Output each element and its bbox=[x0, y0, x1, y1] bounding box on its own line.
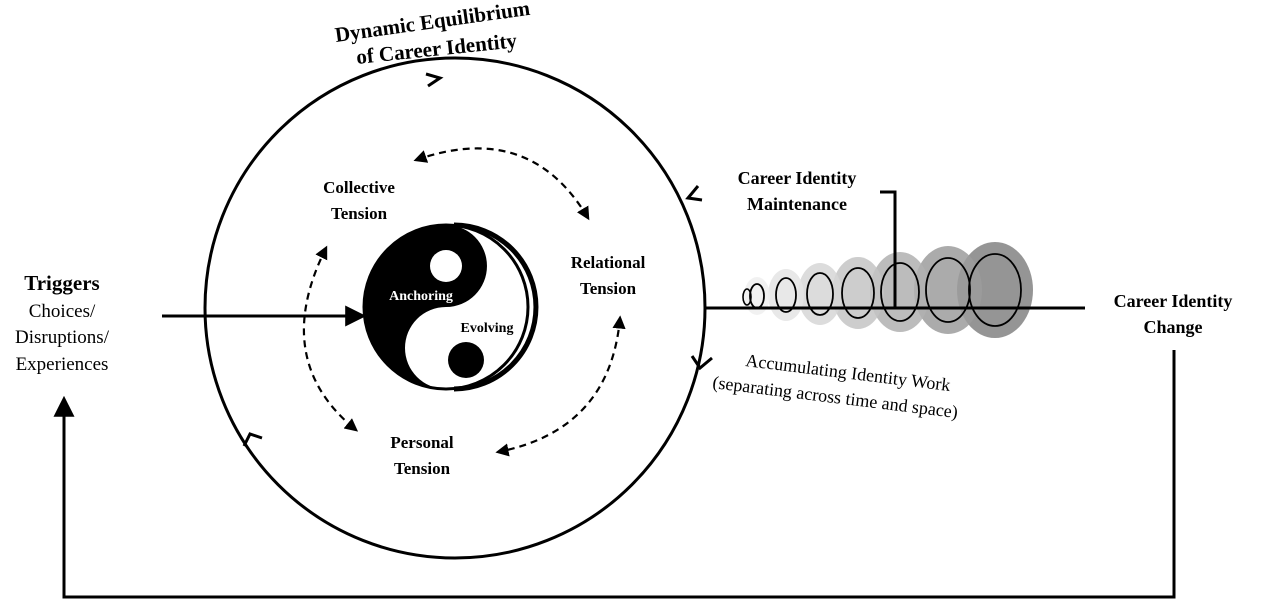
circle-chevron-right-top bbox=[685, 185, 703, 202]
anchoring-label: Anchoring bbox=[389, 289, 453, 304]
circle-chevron-top bbox=[425, 72, 444, 88]
triggers-item-experiences: Experiences bbox=[16, 354, 109, 375]
triggers-heading: Triggers bbox=[24, 271, 99, 295]
circle-chevron-right-bottom bbox=[690, 355, 713, 371]
maintenance-label-line2: Maintenance bbox=[747, 194, 847, 214]
circle-chevron-left-bottom bbox=[242, 432, 263, 447]
personal-tension-line2: Tension bbox=[394, 459, 451, 478]
evolving-label: Evolving bbox=[461, 321, 514, 336]
relational-tension-line2: Tension bbox=[580, 279, 637, 298]
accumulating-spiral bbox=[742, 242, 1033, 338]
collective-tension-line2: Tension bbox=[331, 204, 388, 223]
maintenance-label-line1: Career Identity bbox=[738, 168, 857, 188]
dashed-arrow-collective-relational bbox=[413, 147, 590, 221]
dashed-arrow-relational-personal bbox=[495, 315, 626, 457]
triggers-item-choices: Choices/ bbox=[29, 301, 96, 322]
relational-tension-line1: Relational bbox=[571, 253, 646, 272]
collective-tension-line1: Collective bbox=[323, 178, 395, 197]
change-label-line1: Career Identity bbox=[1114, 291, 1233, 311]
change-label-line2: Change bbox=[1143, 317, 1202, 337]
yin-yang-symbol bbox=[362, 222, 539, 392]
feedback-loop-arrow bbox=[53, 350, 1176, 599]
maintenance-bracket bbox=[880, 190, 897, 308]
triggers-item-disruptions: Disruptions/ bbox=[15, 327, 110, 348]
personal-tension-line1: Personal bbox=[390, 433, 454, 452]
dashed-arrow-collective-personal bbox=[302, 245, 359, 432]
